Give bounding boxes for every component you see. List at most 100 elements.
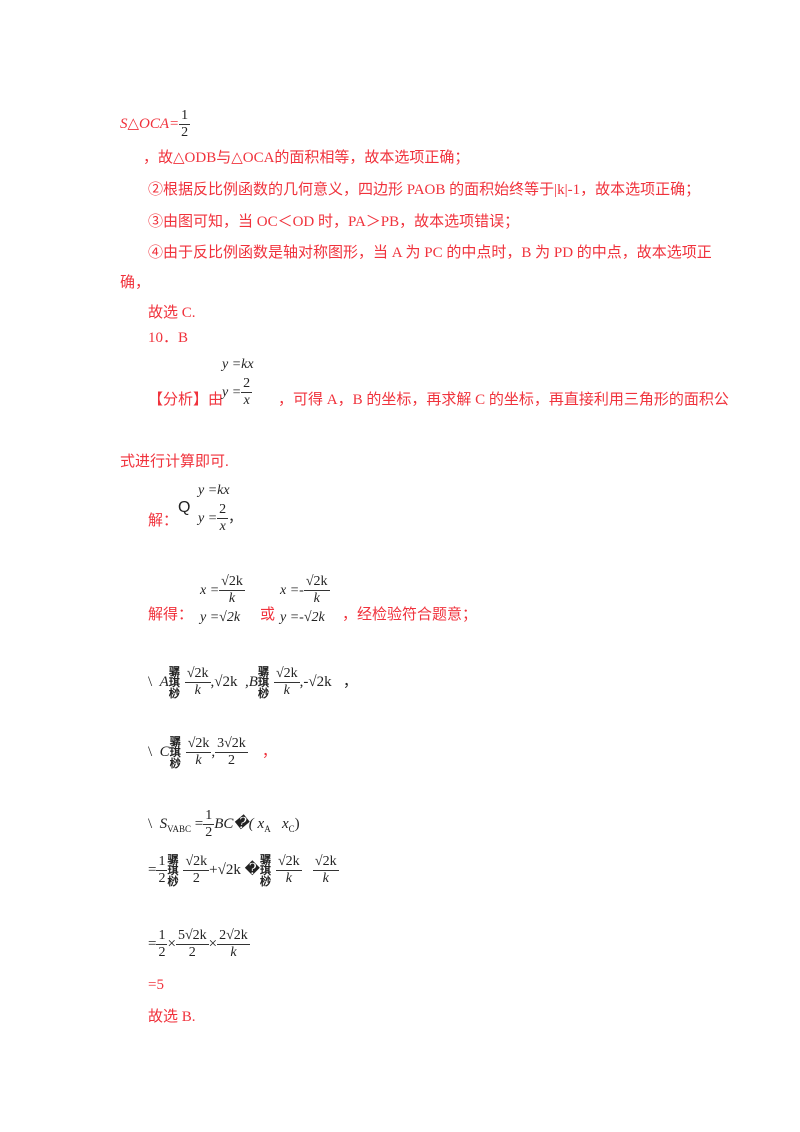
times: ×	[167, 936, 176, 953]
bracket-glyph: 骣 琪 桫	[259, 853, 271, 889]
denominator: k	[230, 945, 237, 961]
numerator: √2k	[312, 854, 339, 872]
bracket-glyph: 骣 琪 桫	[167, 853, 179, 889]
comma: ，	[261, 744, 277, 761]
comma: ，	[228, 510, 243, 526]
denominator: k	[322, 871, 329, 887]
denominator: 2	[205, 825, 213, 841]
numerator: √2k	[219, 574, 245, 592]
analysis-text: ，可得 A，B 的坐标，再求解 C 的坐标，再直接利用三角形的面积公	[278, 392, 729, 408]
equals: =	[148, 936, 157, 953]
subscript: C	[288, 824, 295, 835]
denominator: 2	[192, 871, 200, 887]
numerator: 1	[156, 854, 168, 872]
text-line: ④由于反比例函数是轴对称图形，当 A 为 PC 的中点时，B 为 PD 的中点，…	[148, 245, 712, 261]
point-a: A	[159, 674, 169, 691]
numerator: 2	[217, 502, 229, 520]
numerator: √2k	[273, 666, 300, 684]
numerator: 3√2k	[215, 736, 248, 754]
coordinate: ,-√2k	[299, 674, 332, 691]
bracket-glyph: 骣 琪 桫	[257, 665, 269, 701]
therefore-symbol: \	[148, 744, 153, 761]
solved-suffix: ，经检验符合题意；	[342, 607, 478, 623]
denominator: 2	[158, 945, 166, 961]
area-oca-label: S△OCA=	[120, 116, 180, 133]
numerator: 1	[203, 808, 215, 826]
equation: y =	[222, 384, 242, 400]
numerator: 1	[156, 928, 168, 946]
equation: x =-	[280, 582, 304, 598]
numerator: √2k	[183, 854, 210, 872]
denominator: 2	[158, 871, 166, 887]
answer-b: 故选 B.	[148, 1009, 196, 1025]
numerator: √2k	[275, 854, 302, 872]
text-line: 式进行计算即可.	[120, 454, 229, 470]
expression: +√2k �	[209, 862, 260, 879]
bracket-glyph: 骣 琪 桫	[169, 735, 181, 771]
numerator: √2k	[184, 666, 211, 684]
or-word: 或	[260, 607, 276, 623]
denominator: k	[285, 871, 292, 887]
text-line: ③由图可知，当 OC＜OD 时，PA＞PB，故本选项错误；	[148, 214, 520, 230]
numerator: 2√2k	[217, 928, 250, 946]
subscript: VABC	[167, 824, 192, 835]
bracket-glyph: 骣 琪 桫	[168, 665, 180, 701]
equation: y =kx	[198, 483, 230, 498]
equation: x =	[200, 582, 220, 598]
numerator: √2k	[185, 736, 212, 754]
solve-label: 解：	[148, 513, 179, 529]
denominator: k	[228, 591, 236, 607]
text-line: ，故△ODB与△OCA的面积相等，故本选项正确；	[143, 150, 470, 166]
result: =5	[148, 977, 164, 993]
because-symbol: Q	[178, 499, 191, 516]
times: ×	[208, 936, 218, 953]
text-line: ②根据反比例函数的几何意义，四边形 PAOB 的面积始终等于|k|-1，故本选项…	[148, 182, 701, 198]
equals: =	[194, 816, 204, 833]
question-number: 10．B	[148, 330, 189, 346]
denominator: k	[313, 591, 320, 607]
numerator: 5√2k	[175, 928, 209, 946]
area-symbol: S	[159, 816, 168, 833]
subscript: A	[264, 824, 271, 835]
denominator: x	[219, 519, 226, 535]
text-line: 确，	[120, 275, 151, 291]
equation: y =-√2k	[280, 610, 325, 626]
denominator: 2	[181, 125, 189, 141]
paren: )	[294, 816, 300, 833]
numerator: √2k	[303, 574, 330, 592]
therefore-symbol: \	[148, 674, 153, 691]
denominator: x	[243, 393, 250, 409]
solved-label: 解得：	[148, 607, 194, 623]
equation: y =√2k	[200, 610, 241, 626]
expression: BC�( x	[214, 816, 265, 833]
coordinate: ,√2k	[210, 674, 238, 691]
denominator: 2	[227, 753, 235, 769]
numerator: 2	[241, 376, 253, 394]
denominator: k	[194, 683, 201, 699]
therefore-symbol: \	[148, 816, 153, 833]
denominator: k	[195, 753, 202, 769]
